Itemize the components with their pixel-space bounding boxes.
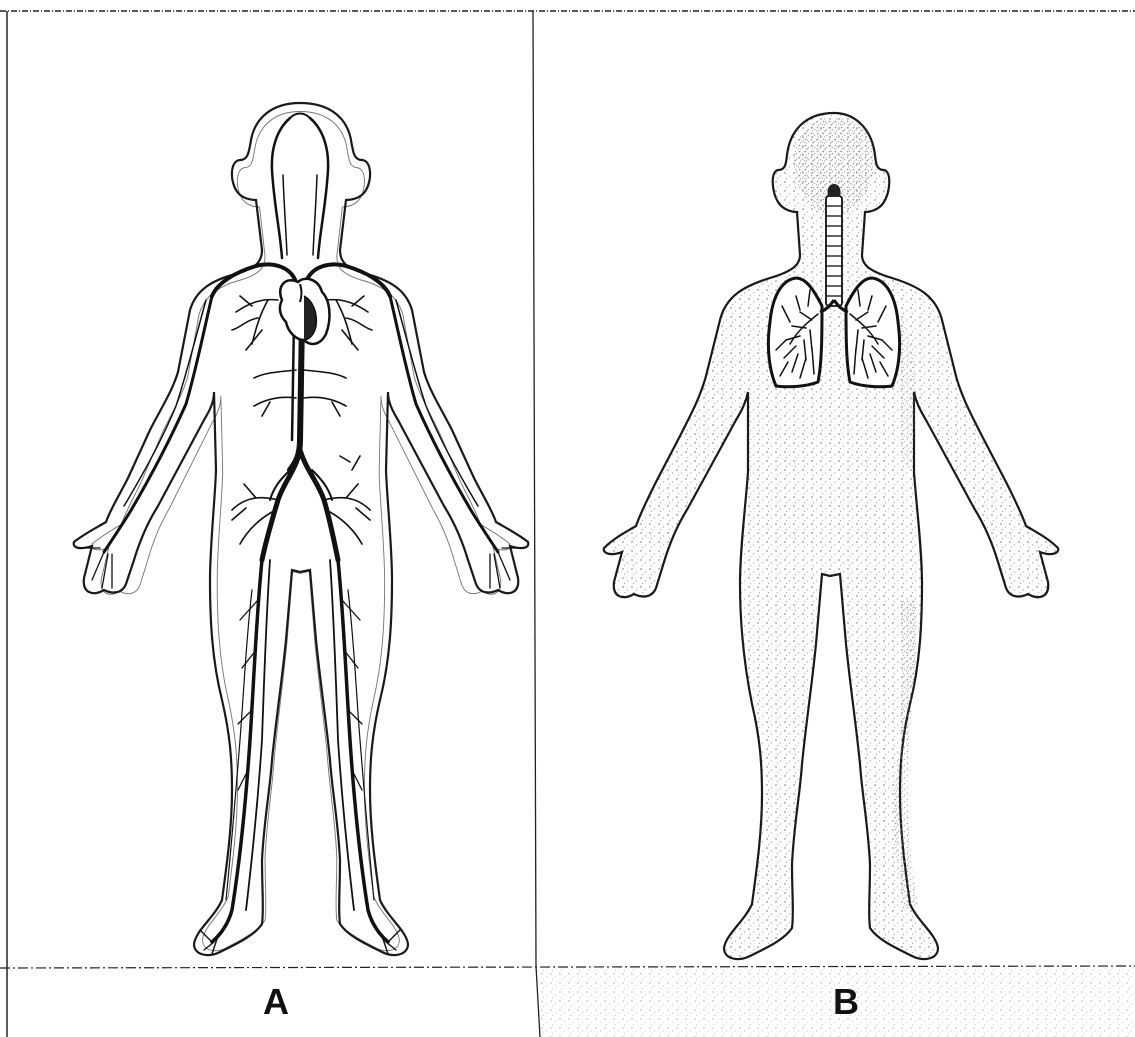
respiratory-figure-icon [604,113,1059,959]
circulatory-figure-icon [74,103,529,955]
heart-icon [280,279,330,344]
trachea-icon [826,184,842,306]
panel-a-label: A [236,984,316,1020]
panel-frame [0,11,1135,1037]
panel-b-label: B [806,984,886,1020]
blood-vessels [80,114,520,955]
